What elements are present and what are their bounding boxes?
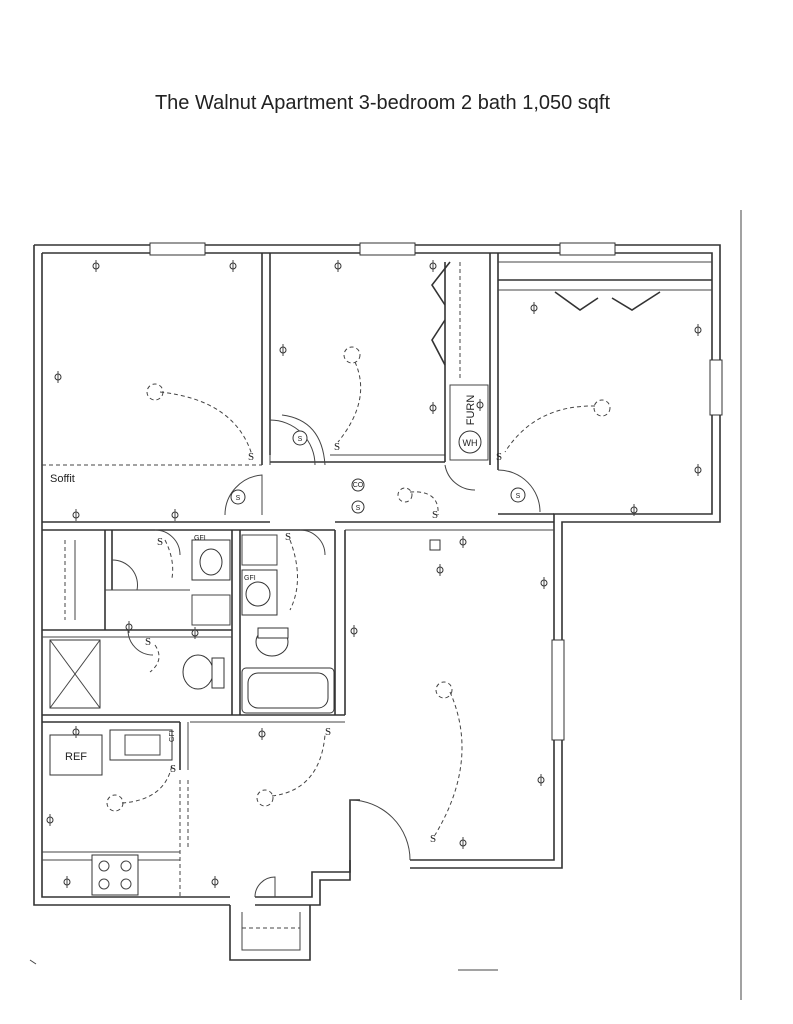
ceiling-light-icon bbox=[106, 346, 611, 836]
smoke-detector-icon: S bbox=[298, 436, 303, 443]
svg-text:S: S bbox=[285, 531, 291, 543]
window bbox=[551, 639, 565, 741]
fixtures bbox=[49, 534, 441, 896]
water-heater bbox=[458, 430, 482, 454]
furnace-label: FURN bbox=[465, 395, 477, 426]
svg-text:S: S bbox=[145, 636, 151, 648]
gfi-label: GFI bbox=[194, 535, 206, 542]
svg-text:S: S bbox=[325, 726, 331, 738]
svg-text:S: S bbox=[432, 509, 438, 521]
window bbox=[559, 242, 616, 256]
gfi-label: GFI bbox=[169, 730, 176, 742]
electrical-panel bbox=[429, 539, 441, 551]
svg-text:S: S bbox=[248, 451, 254, 463]
svg-text:S: S bbox=[334, 441, 340, 453]
outlet-icon bbox=[46, 260, 702, 888]
smoke-detector-icon: S bbox=[516, 493, 521, 500]
svg-text:S: S bbox=[157, 536, 163, 548]
smoke-detector-icon: S bbox=[236, 495, 241, 502]
toilet bbox=[182, 654, 214, 690]
stray-mark bbox=[29, 959, 37, 965]
water-heater-label: WH bbox=[463, 438, 478, 448]
exterior-walls bbox=[33, 242, 723, 961]
svg-text:S: S bbox=[430, 833, 436, 845]
smoke-detector-icon: S bbox=[356, 505, 361, 512]
window bbox=[359, 242, 416, 256]
refrigerator bbox=[49, 734, 103, 776]
interior-walls bbox=[42, 253, 712, 897]
stove bbox=[91, 854, 139, 896]
svg-text:S: S bbox=[496, 451, 502, 463]
page-title: The Walnut Apartment 3-bedroom 2 bath 1,… bbox=[154, 92, 611, 114]
switch-icon: S S S S S S S S S S bbox=[145, 441, 502, 845]
co-detector-icon: CO bbox=[353, 482, 364, 489]
window bbox=[149, 242, 206, 256]
gfi-label: GFI bbox=[244, 575, 256, 582]
smoke-detectors: S S S S CO bbox=[230, 430, 526, 514]
soffit-label: Soffit bbox=[50, 473, 75, 485]
window bbox=[709, 359, 723, 416]
svg-text:S: S bbox=[170, 763, 176, 775]
refrigerator-label: REF bbox=[65, 751, 87, 763]
doors bbox=[111, 261, 661, 898]
